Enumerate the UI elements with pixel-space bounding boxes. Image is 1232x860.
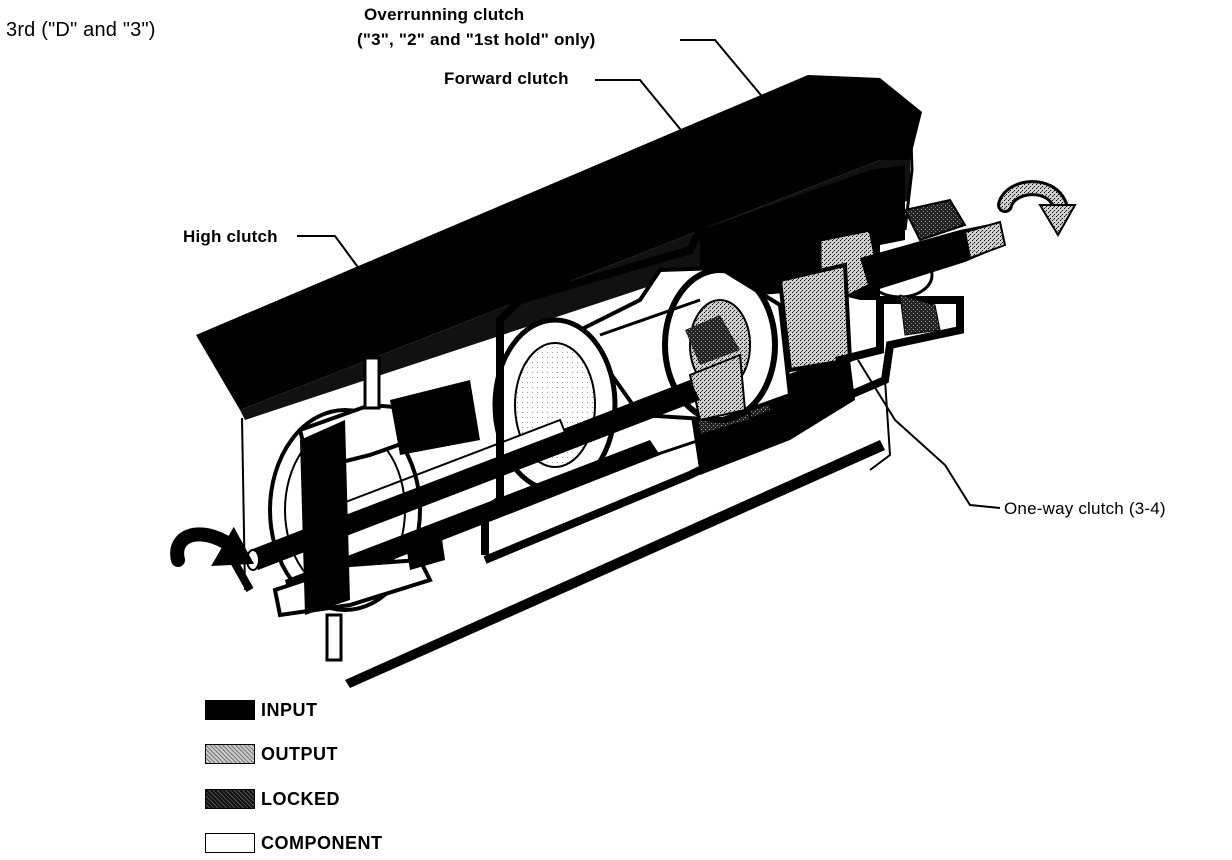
output-shaft bbox=[860, 198, 1007, 336]
overrunning-clutch-housing bbox=[700, 165, 964, 401]
planetary-carrier bbox=[492, 265, 793, 493]
legend-item-output: OUTPUT bbox=[205, 741, 338, 767]
legend-item-locked: LOCKED bbox=[205, 786, 340, 812]
rear-housing-outline bbox=[481, 228, 704, 564]
leader-high-clutch bbox=[297, 235, 361, 271]
legend-item-input: INPUT bbox=[205, 697, 318, 723]
input-rotation-arrow-icon bbox=[170, 526, 255, 592]
high-clutch-drum bbox=[268, 356, 480, 662]
label-overrunning-clutch: Overrunning clutch bbox=[364, 5, 525, 24]
label-forward-clutch: Forward clutch bbox=[444, 69, 569, 88]
legend-swatch-component bbox=[205, 833, 255, 853]
diagram-title: 3rd ("D" and "3") bbox=[6, 19, 156, 41]
output-rotation-arrow-icon bbox=[997, 180, 1077, 237]
legend-swatch-input bbox=[205, 700, 255, 720]
legend-label: INPUT bbox=[261, 699, 318, 720]
leader-one-way-clutch bbox=[857, 359, 1001, 509]
input-shaft bbox=[246, 380, 700, 600]
leader-overrunning-clutch bbox=[680, 39, 766, 101]
label-high-clutch: High clutch bbox=[183, 227, 278, 246]
label-one-way-clutch: One-way clutch (3-4) bbox=[1004, 499, 1166, 518]
legend-swatch-output bbox=[205, 744, 255, 764]
legend-label: LOCKED bbox=[261, 788, 340, 809]
legend-label: OUTPUT bbox=[261, 743, 338, 764]
legend-swatch-locked bbox=[205, 789, 255, 809]
legend-item-component: COMPONENT bbox=[205, 830, 383, 856]
legend-label: COMPONENT bbox=[261, 832, 383, 853]
label-overrunning-clutch-note: ("3", "2" and "1st hold" only) bbox=[357, 30, 596, 49]
leader-lines bbox=[297, 39, 1001, 509]
leader-forward-clutch bbox=[595, 79, 686, 136]
